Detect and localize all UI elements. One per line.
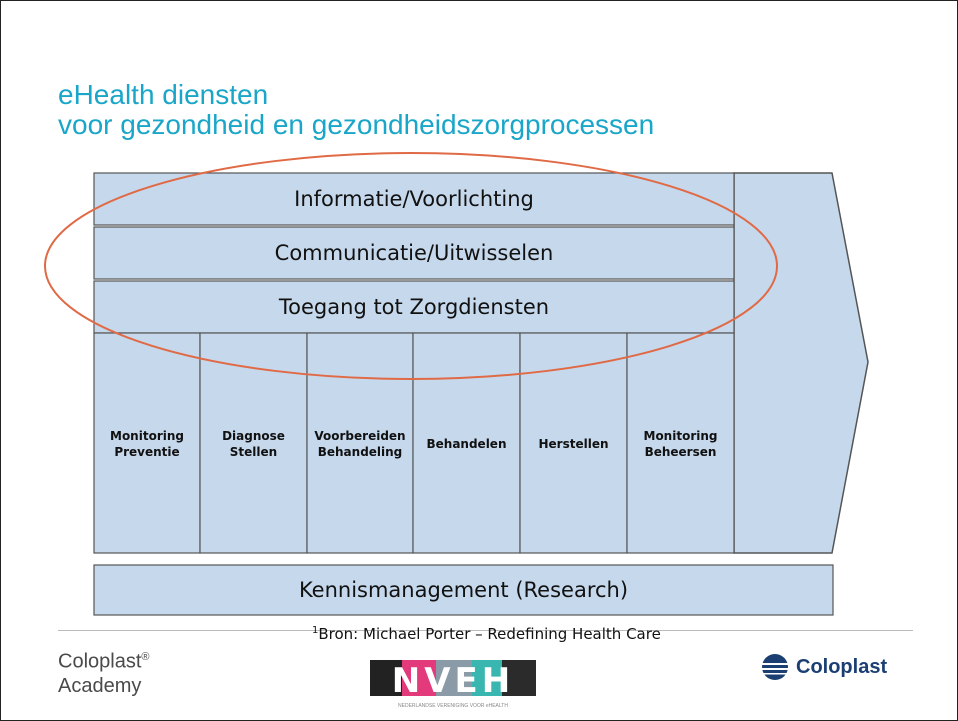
- base-band-box: [93, 564, 834, 616]
- coloplast-logo: Coloplast: [760, 652, 887, 682]
- column-label-line1: Behandelen: [426, 437, 507, 451]
- academy-word: Academy: [58, 674, 142, 697]
- nvfh-caption: NEDERLANDSE VERENIGING VOOR eHEALTH: [398, 703, 508, 709]
- band-information: Informatie/Voorlichting: [294, 187, 534, 211]
- nvfh-logo: NVEH: [370, 660, 536, 701]
- band-communication: Communicatie/Uitwisselen: [274, 241, 554, 265]
- column-box-4: [412, 332, 521, 554]
- coloplast-academy-logo: Coloplast® Academy: [58, 645, 150, 698]
- column-box-5: [519, 332, 628, 554]
- column-recovery: Herstellen: [520, 335, 627, 553]
- column-label-line1: Voorbereiden: [314, 429, 406, 443]
- coloplast-globe-icon: [762, 654, 788, 680]
- column-label-line2: Behandeling: [317, 445, 403, 459]
- band-box-2: [93, 226, 735, 280]
- citation-superscript: 1: [312, 625, 319, 636]
- column-label-line2: Beheersen: [644, 445, 717, 459]
- column-label-line2: Stellen: [229, 445, 278, 459]
- slide-title-line1: eHealth diensten: [58, 79, 269, 110]
- source-citation: 1Bron: Michael Porter – Redefining Healt…: [312, 625, 661, 643]
- band-knowledge-management: Kennismanagement (Research): [298, 578, 629, 602]
- band-access-care: Toegang tot Zorgdiensten: [278, 295, 550, 319]
- column-box-3: [306, 332, 414, 554]
- column-label-line1: Monitoring: [110, 429, 184, 443]
- column-label-line1: Diagnose: [222, 429, 285, 443]
- column-box-2: [199, 332, 308, 554]
- column-treatment: Behandelen: [413, 335, 520, 553]
- chain-arrow-head: [733, 172, 869, 554]
- citation-text: Bron: Michael Porter – Redefining Health…: [318, 625, 661, 643]
- column-label-line2: Preventie: [114, 445, 180, 459]
- slide-title-line2: voor gezondheid en gezondheidszorgproces…: [58, 109, 655, 140]
- nvfh-logo-text: NVEH: [392, 661, 514, 701]
- coloplast-wordmark: Coloplast: [796, 655, 888, 678]
- footer-divider: [58, 630, 913, 631]
- band-box-1: [93, 172, 735, 226]
- highlight-ellipse: [44, 152, 778, 380]
- academy-brand: Coloplast: [58, 650, 142, 673]
- column-label-line1: Monitoring: [643, 429, 718, 443]
- column-label-line1: Herstellen: [538, 437, 609, 451]
- column-box-6: [626, 332, 735, 554]
- registered-mark: ®: [141, 651, 150, 663]
- column-box-1: [93, 332, 201, 554]
